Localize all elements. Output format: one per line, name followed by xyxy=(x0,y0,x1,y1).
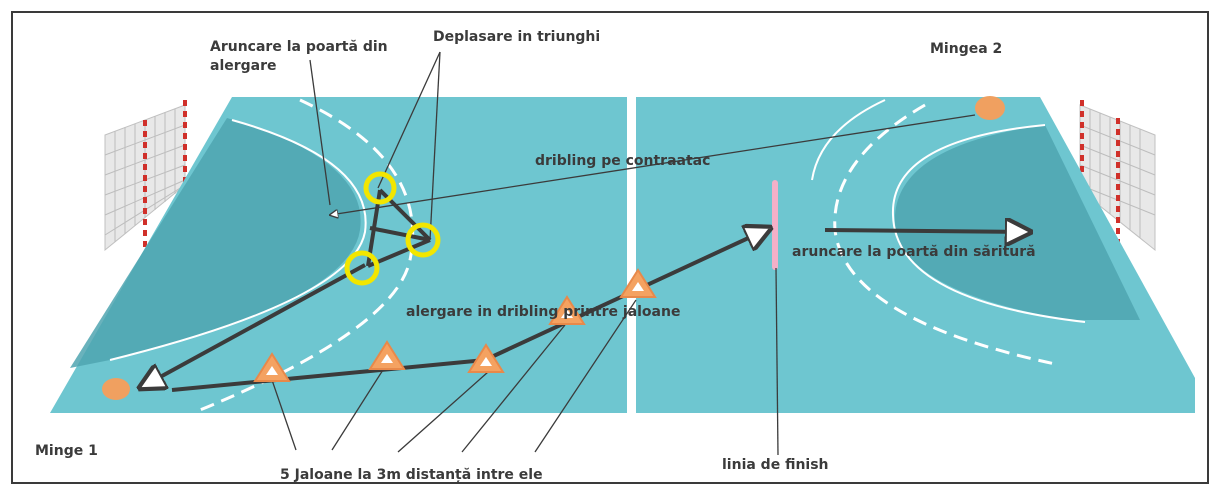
label-ball-1: Minge 1 xyxy=(35,443,98,459)
label-finish-line: linia de finish xyxy=(722,457,829,473)
label-ball-2: Mingea 2 xyxy=(930,41,1003,57)
marker-ring-icon xyxy=(363,171,397,205)
marker-ring-icon xyxy=(344,250,380,286)
label-cones-spacing: 5 Jaloane la 3m distanță intre ele xyxy=(280,467,543,483)
callout-lines xyxy=(271,51,779,456)
label-dribble-counter: dribling pe contraatac xyxy=(535,153,711,169)
left-goal-icon xyxy=(104,100,187,252)
cone-centers xyxy=(266,282,644,375)
label-jump-throw: aruncare la poartă din săritură xyxy=(792,244,1036,260)
triangle-markers xyxy=(344,171,441,286)
label-triangle-move: Deplasare in triunghi xyxy=(433,29,601,45)
marker-ring-icon xyxy=(405,222,441,258)
counterattack-path xyxy=(330,114,976,215)
cones xyxy=(253,268,657,382)
label-throw-running: Aruncare la poartă din alergare xyxy=(210,39,388,74)
ball-1-icon xyxy=(102,378,130,400)
left-half-court xyxy=(50,97,627,413)
finish-line xyxy=(772,180,778,270)
label-dribble-cones: alergare in dribling printre jaloane xyxy=(406,304,681,320)
ball-2-icon xyxy=(975,96,1005,120)
diagram-frame xyxy=(11,11,1209,484)
right-goal-icon xyxy=(1079,100,1156,252)
